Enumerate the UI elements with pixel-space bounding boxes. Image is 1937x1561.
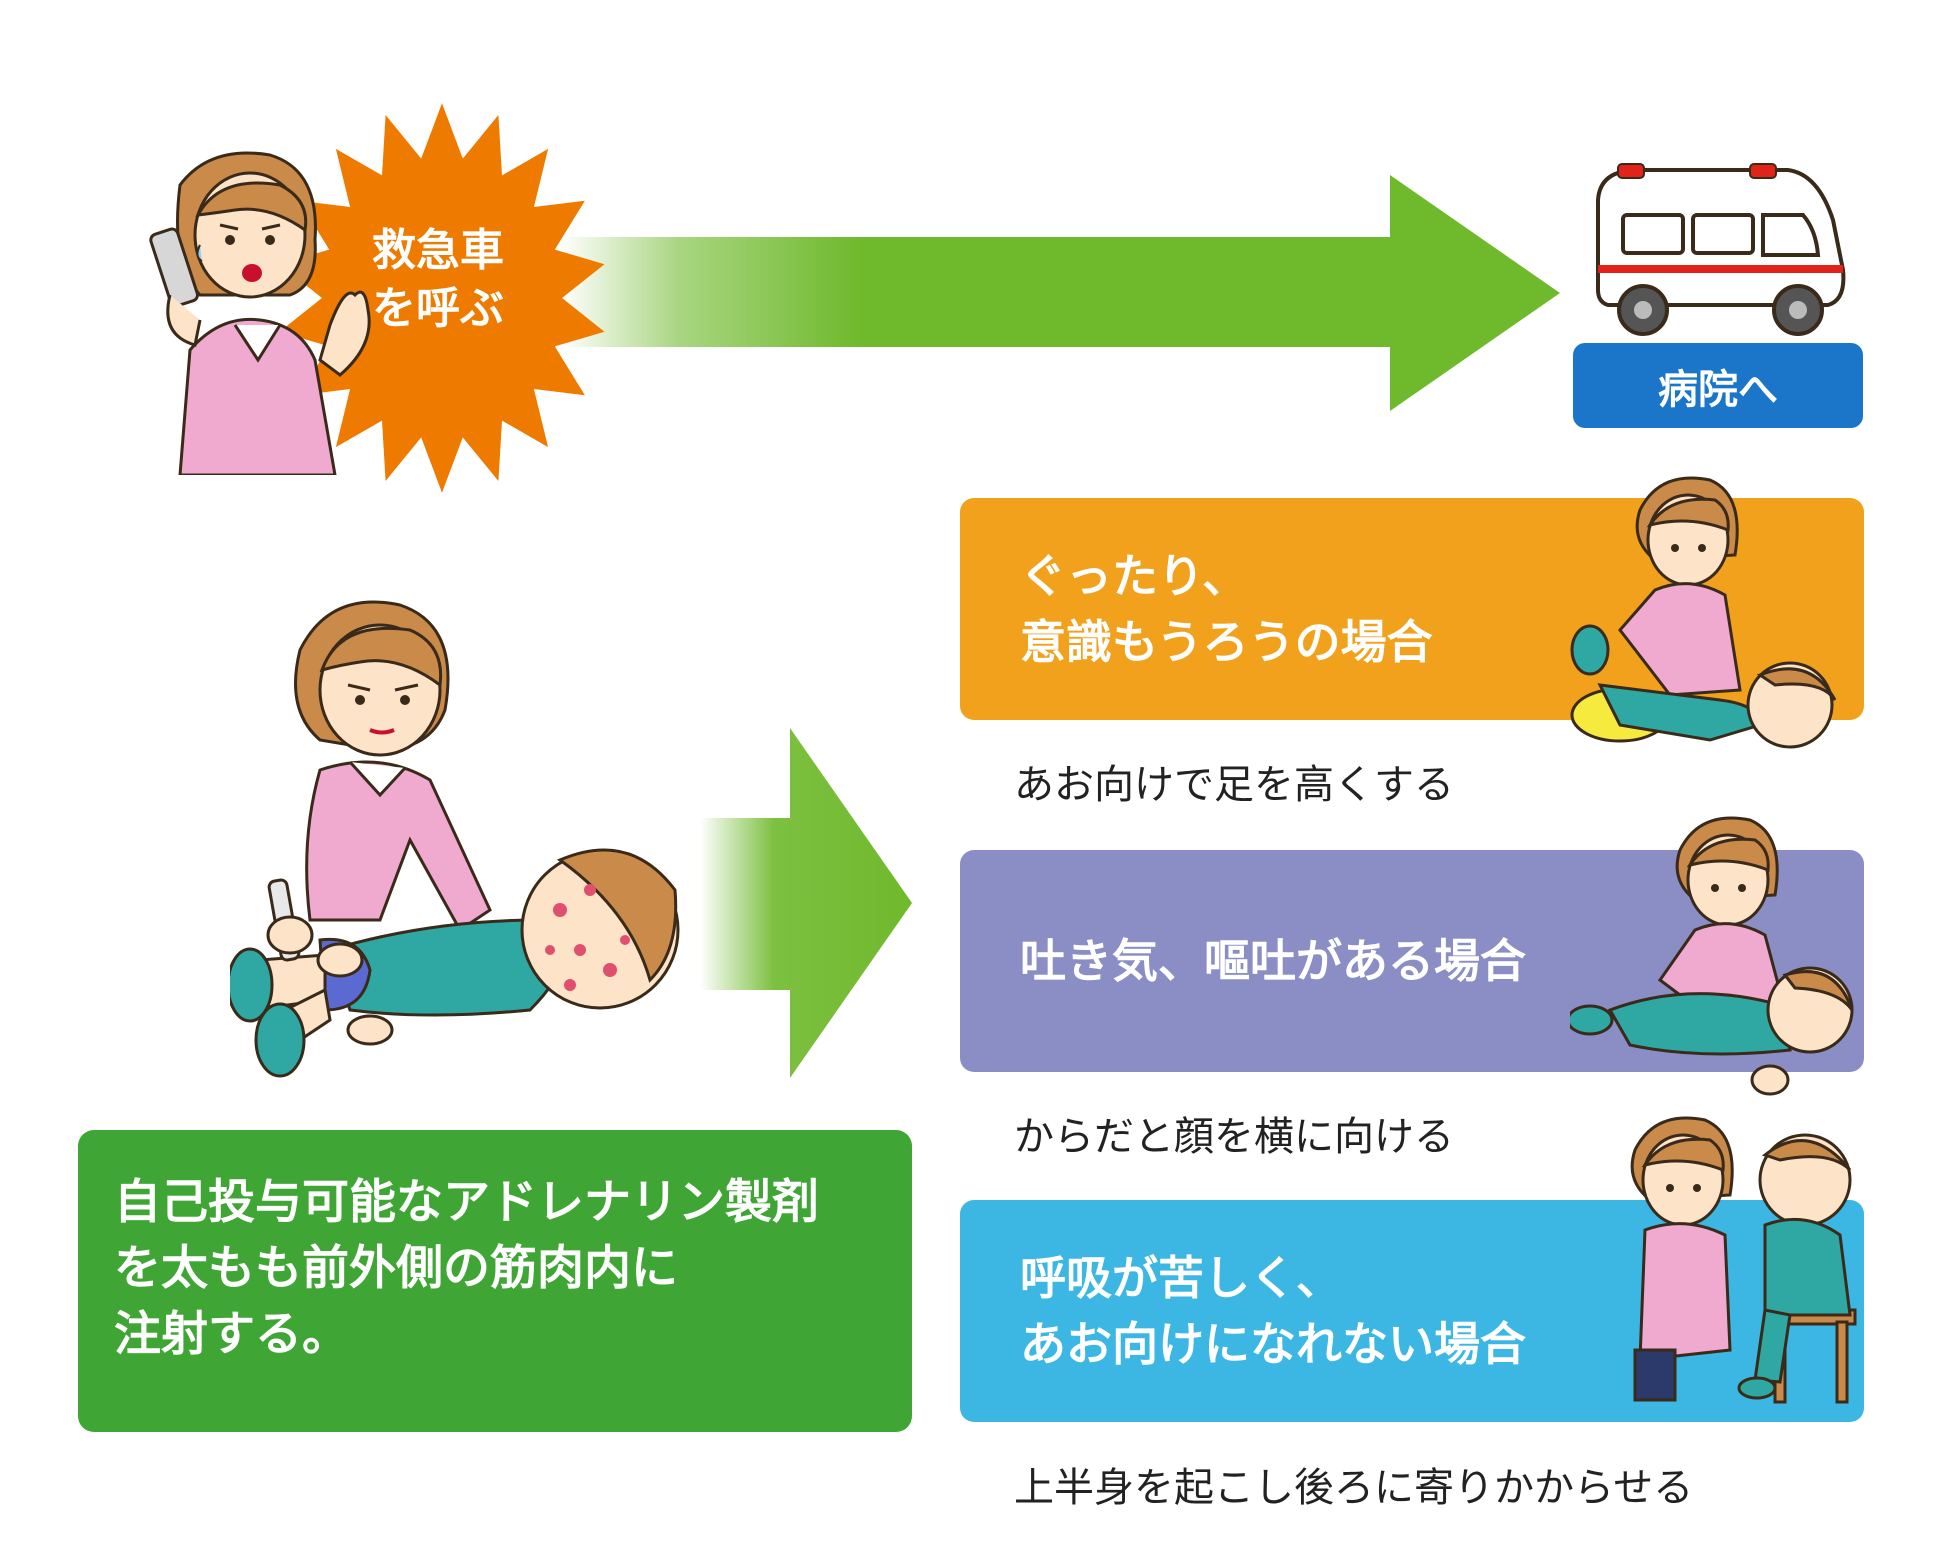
arrow-to-cases <box>700 728 912 1078</box>
injection-line3: 注射する。 <box>114 1307 349 1362</box>
call-ambulance-label: 救急車 を呼ぶ <box>338 222 538 338</box>
injection-line1: 自己投与可能なアドレナリン製剤 <box>114 1175 819 1230</box>
call-ambulance-line2: を呼ぶ <box>372 283 504 334</box>
case-instruction-unconscious: あお向けで足を高くする <box>1014 762 1454 808</box>
recovery-position-illustration <box>1570 816 1854 1096</box>
call-ambulance-line1: 救急車 <box>372 225 504 276</box>
case-title-line: 意識もうろうの場合 <box>1020 615 1433 669</box>
sitting-up-illustration <box>1630 1116 1857 1404</box>
lying-legs-raised-illustration <box>1570 476 1837 749</box>
call-ambulance-burst <box>279 103 605 493</box>
case-instruction-breathing: 上半身を起こし後ろに寄りかからせる <box>1014 1465 1694 1511</box>
injection-instruction-box: 自己投与可能なアドレナリン製剤 を太もも前外側の筋肉内に 注射する。 <box>78 1130 912 1432</box>
case-title-line: 呼吸が苦しく、 <box>1020 1251 1342 1305</box>
woman-calling-illustration <box>149 151 371 475</box>
case-instruction-vomiting: からだと顔を横に向ける <box>1014 1114 1454 1160</box>
to-hospital-label: 病院へ <box>1573 343 1863 428</box>
injection-line2: を太もも前外側の筋肉内に <box>114 1241 678 1296</box>
ambulance-icon <box>1596 163 1846 336</box>
case-title-line: ぐったり、 <box>1020 549 1249 603</box>
arrow-to-hospital <box>560 175 1560 411</box>
case-title-line: あお向けになれない場合 <box>1020 1317 1526 1371</box>
injection-illustration <box>230 600 680 1078</box>
case-title-line: 吐き気、嘔吐がある場合 <box>1020 934 1526 988</box>
